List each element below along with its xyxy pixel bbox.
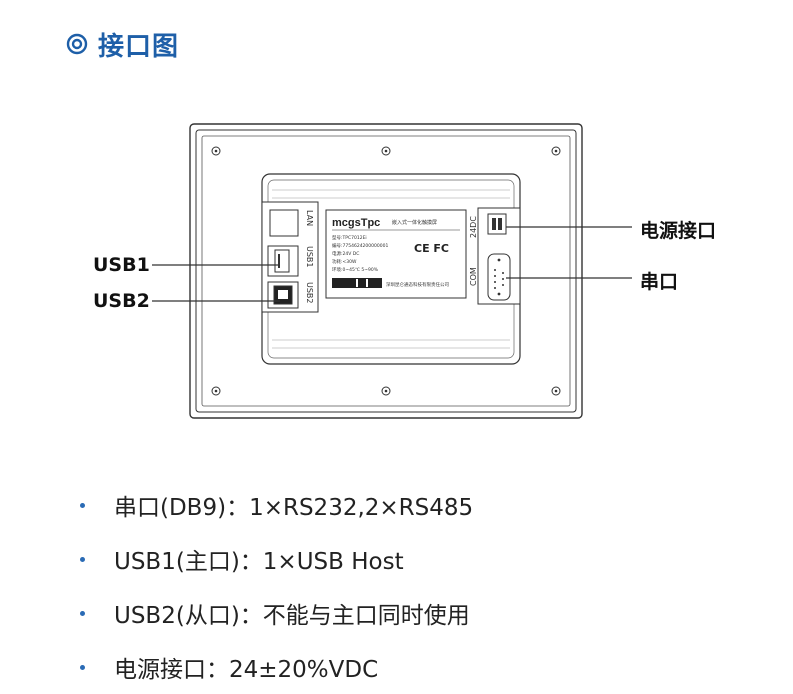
spec-text: USB2(从口)：不能与主口同时使用 [114,603,470,629]
label-line-4: 功耗:<30W [332,258,357,265]
lan-port: LAN [269,209,314,237]
dc-port-label: 24DC [469,216,478,238]
callout-lines [152,226,632,302]
usb1-port-label: USB1 [305,246,314,268]
dc-power-port: 24DC [469,213,507,238]
bullet-dot-icon [80,556,85,562]
label-line-1: 型号:TPC7012Ei [332,234,367,241]
product-label: mcgsTpc 嵌入式一体化触摸屏 型号:TPC7012Ei 编号:775462… [325,209,467,299]
bullet-dot-icon [80,664,85,670]
label-tagline: 嵌入式一体化触摸屏 [392,219,437,226]
spec-text: USB1(主口)：1×USB Host [114,549,404,575]
page-title: 接口图 [98,31,180,62]
spec-text: 电源接口：24±20%VDC [114,657,379,683]
spec-list: 串口(DB9)：1×RS232,2×RS485 USB1(主口)：1×USB H… [80,478,760,694]
section-heading: 接口图 [66,24,179,64]
bullet-dot-icon [80,502,85,508]
list-item: 电源接口：24±20%VDC [80,640,760,694]
label-cert-marks: CE FC [414,242,449,255]
com-port-label: COM [469,267,478,286]
mounting-screws [211,146,561,396]
usb2-port: USB2 [267,281,314,309]
callout-power: 电源接口 [640,220,717,242]
com-db9-port: COM [469,253,511,301]
label-line-2: 编号:7754624200000001 [332,242,388,249]
callout-usb2: USB2 [93,290,150,312]
list-item: USB2(从口)：不能与主口同时使用 [80,586,760,640]
spec-text: 串口(DB9)：1×RS232,2×RS485 [114,495,474,521]
bullet-dot-icon [80,610,85,616]
callout-serial: 串口 [640,271,679,293]
lan-port-label: LAN [305,210,314,226]
target-circle-icon [66,33,88,55]
list-item: 串口(DB9)：1×RS232,2×RS485 [80,478,760,532]
callout-usb1: USB1 [93,254,150,276]
label-line-5: 环境:0~45℃ 5~90% [332,266,379,273]
list-item: USB1(主口)：1×USB Host [80,532,760,586]
usb1-port: USB1 [267,245,314,277]
label-company: 深圳昆仑通态科技有限责任公司 [386,281,449,288]
label-line-3: 电源:24V DC [332,250,359,257]
usb2-port-label: USB2 [305,282,314,304]
interface-diagram: LAN USB1 USB2 mcgsTpc 嵌入式一体化触摸屏 型号:TPC70… [152,123,632,419]
label-brand: mcgsTpc [332,217,380,229]
